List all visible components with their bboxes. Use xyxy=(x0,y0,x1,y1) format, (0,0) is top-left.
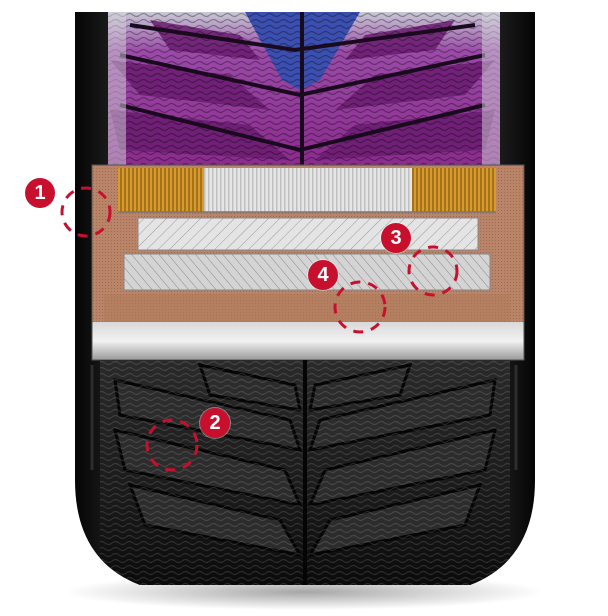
callout-3-dashed-circle-icon xyxy=(407,245,459,297)
bottom-tread xyxy=(90,360,518,585)
inner-liner xyxy=(92,322,524,360)
callout-badge-2[interactable]: 2 xyxy=(200,408,230,438)
callout-2-dashed-circle-icon xyxy=(145,418,199,472)
callout-1-dashed-circle-icon xyxy=(60,186,112,238)
carcass-layer xyxy=(104,294,510,322)
callout-4-dashed-circle-icon xyxy=(333,280,387,334)
top-tread xyxy=(108,12,500,170)
tire-body xyxy=(75,12,535,585)
callout-badge-1[interactable]: 1 xyxy=(25,178,55,208)
callout-badge-4[interactable]: 4 xyxy=(308,260,338,290)
callout-badge-3[interactable]: 3 xyxy=(381,223,411,253)
cross-section-panel xyxy=(91,164,525,361)
